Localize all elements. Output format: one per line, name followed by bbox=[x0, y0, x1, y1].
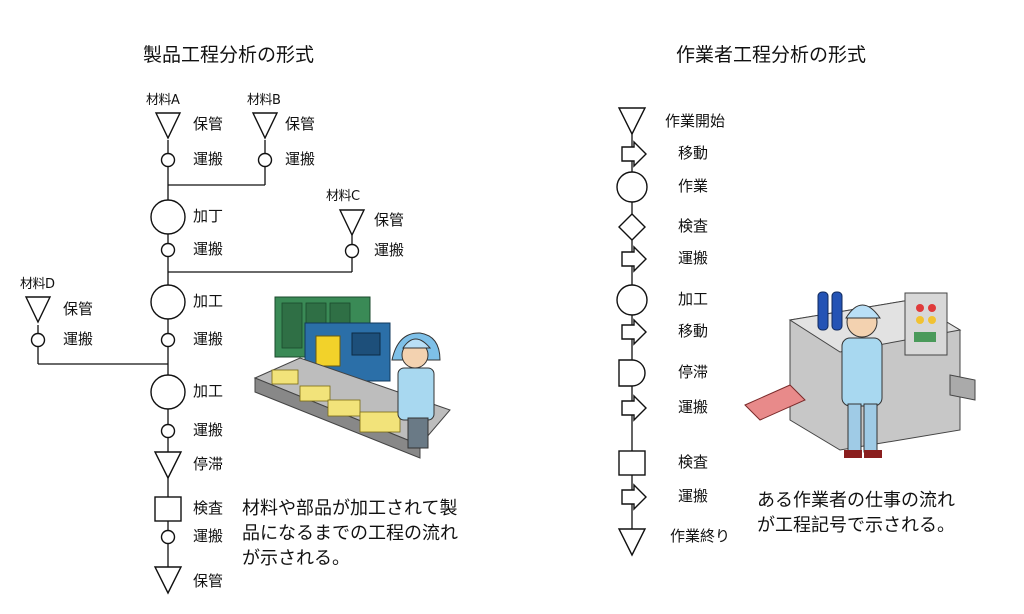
worker-step-label: 移動 bbox=[678, 144, 709, 162]
process-symbol bbox=[150, 199, 186, 235]
work-end-symbol bbox=[617, 528, 647, 557]
storage-symbol bbox=[154, 112, 182, 140]
product-process-title: 製品工程分析の形式 bbox=[143, 44, 315, 66]
step-label: 運搬 bbox=[374, 241, 405, 259]
worker-step-label: 作業 bbox=[678, 177, 709, 195]
step-label: 運搬 bbox=[63, 330, 94, 348]
work-symbol bbox=[616, 171, 648, 203]
move-symbol bbox=[621, 318, 647, 346]
worker-step-label: 運搬 bbox=[678, 249, 709, 267]
transport-symbol bbox=[160, 332, 176, 348]
step-label: 停滞 bbox=[193, 455, 224, 473]
delay-symbol bbox=[618, 359, 646, 387]
worker-step-label: 作業終り bbox=[670, 527, 731, 545]
transport-arrow-symbol bbox=[621, 483, 647, 511]
worker-step-label: 加工 bbox=[678, 290, 709, 308]
transport-symbol bbox=[160, 242, 176, 258]
step-label: 検査 bbox=[193, 499, 224, 517]
transport-arrow-symbol bbox=[621, 245, 647, 273]
product-process-description: 材料や部品が加工されて製品になるまでの工程の流れが示される。 bbox=[242, 498, 458, 569]
worker-step-label: 移動 bbox=[678, 322, 709, 340]
step-label: 保管 bbox=[193, 115, 224, 133]
storage-symbol bbox=[153, 566, 183, 595]
storage-symbol bbox=[338, 209, 366, 237]
step-label: 運搬 bbox=[193, 150, 224, 168]
worker-step-label: 運搬 bbox=[678, 487, 709, 505]
factory-illustration bbox=[253, 296, 451, 459]
storage-symbol bbox=[251, 112, 279, 140]
inspection-symbol bbox=[154, 496, 182, 522]
process-symbol bbox=[616, 284, 648, 316]
process-symbol bbox=[150, 374, 186, 410]
worker-step-label: 停滞 bbox=[678, 363, 709, 381]
storage-symbol bbox=[24, 296, 52, 324]
step-label: 保管 bbox=[63, 300, 94, 318]
material-c-label: 材料C bbox=[326, 189, 360, 204]
transport-symbol bbox=[30, 332, 46, 348]
worker-step-label: 検査 bbox=[678, 453, 709, 471]
machine-operator-illustration bbox=[744, 291, 976, 458]
retention-symbol bbox=[153, 451, 183, 480]
step-label: 運搬 bbox=[193, 527, 224, 545]
transport-symbol bbox=[257, 152, 273, 168]
step-label: 運搬 bbox=[193, 240, 224, 258]
process-symbol bbox=[150, 284, 186, 320]
worker-step-label: 作業開始 bbox=[665, 112, 726, 130]
step-label: 運搬 bbox=[193, 330, 224, 348]
step-label: 加丁 bbox=[193, 207, 224, 225]
step-label: 運搬 bbox=[193, 421, 224, 439]
work-start-symbol bbox=[617, 107, 647, 136]
move-symbol bbox=[621, 140, 647, 168]
step-label: 運搬 bbox=[285, 150, 316, 168]
transport-symbol bbox=[160, 152, 176, 168]
transport-symbol bbox=[160, 529, 176, 545]
material-b-label: 材料B bbox=[247, 93, 281, 108]
step-label: 加工 bbox=[193, 292, 224, 310]
step-label: 保管 bbox=[285, 115, 316, 133]
material-d-label: 材料D bbox=[20, 277, 55, 292]
worker-process-title: 作業者工程分析の形式 bbox=[676, 44, 867, 66]
transport-arrow-symbol bbox=[621, 394, 647, 422]
step-label: 加工 bbox=[193, 382, 224, 400]
step-label: 保管 bbox=[193, 572, 224, 590]
step-label: 保管 bbox=[374, 211, 405, 229]
inspection-diamond-symbol bbox=[618, 213, 646, 241]
worker-process-description: ある作業者の仕事の流れが工程記号で示される。 bbox=[757, 490, 955, 536]
transport-symbol bbox=[160, 423, 176, 439]
material-a-label: 材料A bbox=[146, 93, 180, 108]
transport-symbol bbox=[344, 243, 360, 259]
worker-step-label: 運搬 bbox=[678, 398, 709, 416]
inspection-symbol bbox=[618, 450, 646, 476]
worker-step-label: 検査 bbox=[678, 217, 709, 235]
